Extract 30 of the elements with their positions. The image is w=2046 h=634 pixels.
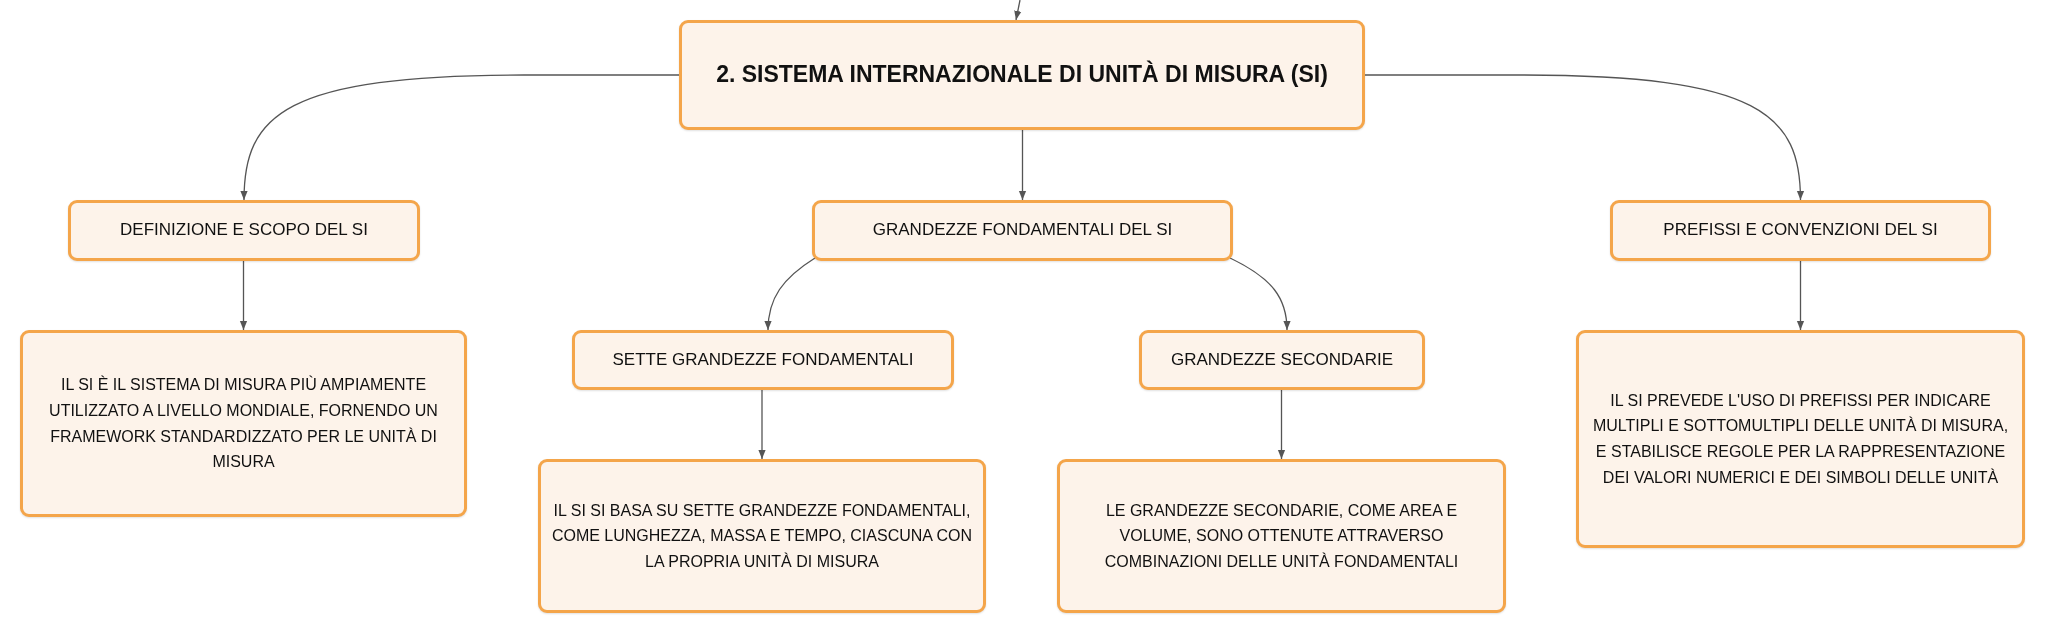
- concept-box: [1139, 330, 1425, 390]
- concept-box: [1057, 459, 1506, 613]
- concept-box: [20, 330, 467, 517]
- concept-box: [812, 200, 1233, 261]
- node-text: GRANDEZZE SECONDARIE: [1171, 348, 1393, 371]
- node-text: PREFISSI E CONVENZIONI DEL SI: [1663, 219, 1938, 242]
- connector-arrow: [239, 260, 248, 331]
- node-text: SETTE GRANDEZZE FONDAMENTALI: [612, 348, 914, 371]
- connector-arrow: [1277, 389, 1286, 460]
- node-text: DEFINIZIONE E SCOPO DEL SI: [120, 219, 368, 242]
- concept-box: [1576, 330, 2025, 548]
- topic-box: [679, 20, 1365, 130]
- concept-box: [1610, 200, 1991, 261]
- connector-arrow: [758, 389, 766, 460]
- node-text: IL SI È IL SISTEMA DI MISURA PIÙ AMPIAMENTE UTILIZZATO A LIVELLO MONDIALE, FORNENDO UN FRAMEWORK STANDARDIZZATO PER LE UNITÀ DI MISURA: [48, 374, 439, 473]
- concept-box: [572, 330, 954, 390]
- concept-box: [68, 200, 420, 261]
- node-text: GRANDEZZE FONDAMENTALI DEL SI: [872, 219, 1173, 242]
- connector-arrow: [1229, 257, 1291, 331]
- connector-arrow: [1018, 129, 1027, 201]
- connector-arrow: [1796, 260, 1805, 331]
- connector-arrow: [1364, 74, 1804, 201]
- node-text: 2. SISTEMA INTERNAZIONALE DI UNITÀ DI MISURA (SI): [716, 59, 1328, 90]
- connector-arrow: [240, 74, 680, 201]
- connector-arrow: [1014, 0, 1022, 21]
- concept-box: [538, 459, 986, 613]
- node-text: IL SI PREVEDE L'USO DI PREFISSI PER INDICARE MULTIPLI E SOTTOMULTIPLI DELLE UNITÀ DI MISURA, E STABILISCE REGOLE PER LA RAPPRESENTAZIONE DEI VALORI NUMERICI E DEI SIMBOLI DELLE UNITÀ: [1591, 390, 2010, 488]
- connector-arrow: [764, 257, 816, 331]
- node-text: LE GRANDEZZE SECONDARIE, COME AREA E VOLUME, SONO OTTENUTE ATTRAVERSO COMBINAZIONI DELLE UNITÀ FONDAMENTALI: [1103, 500, 1460, 572]
- node-text: IL SI SI BASA SU SETTE GRANDEZZE FONDAMENTALI, COME LUNGHEZZA, MASSA E TEMPO, CIASCUNA CON LA PROPRIA UNITÀ DI MISURA: [551, 500, 973, 572]
